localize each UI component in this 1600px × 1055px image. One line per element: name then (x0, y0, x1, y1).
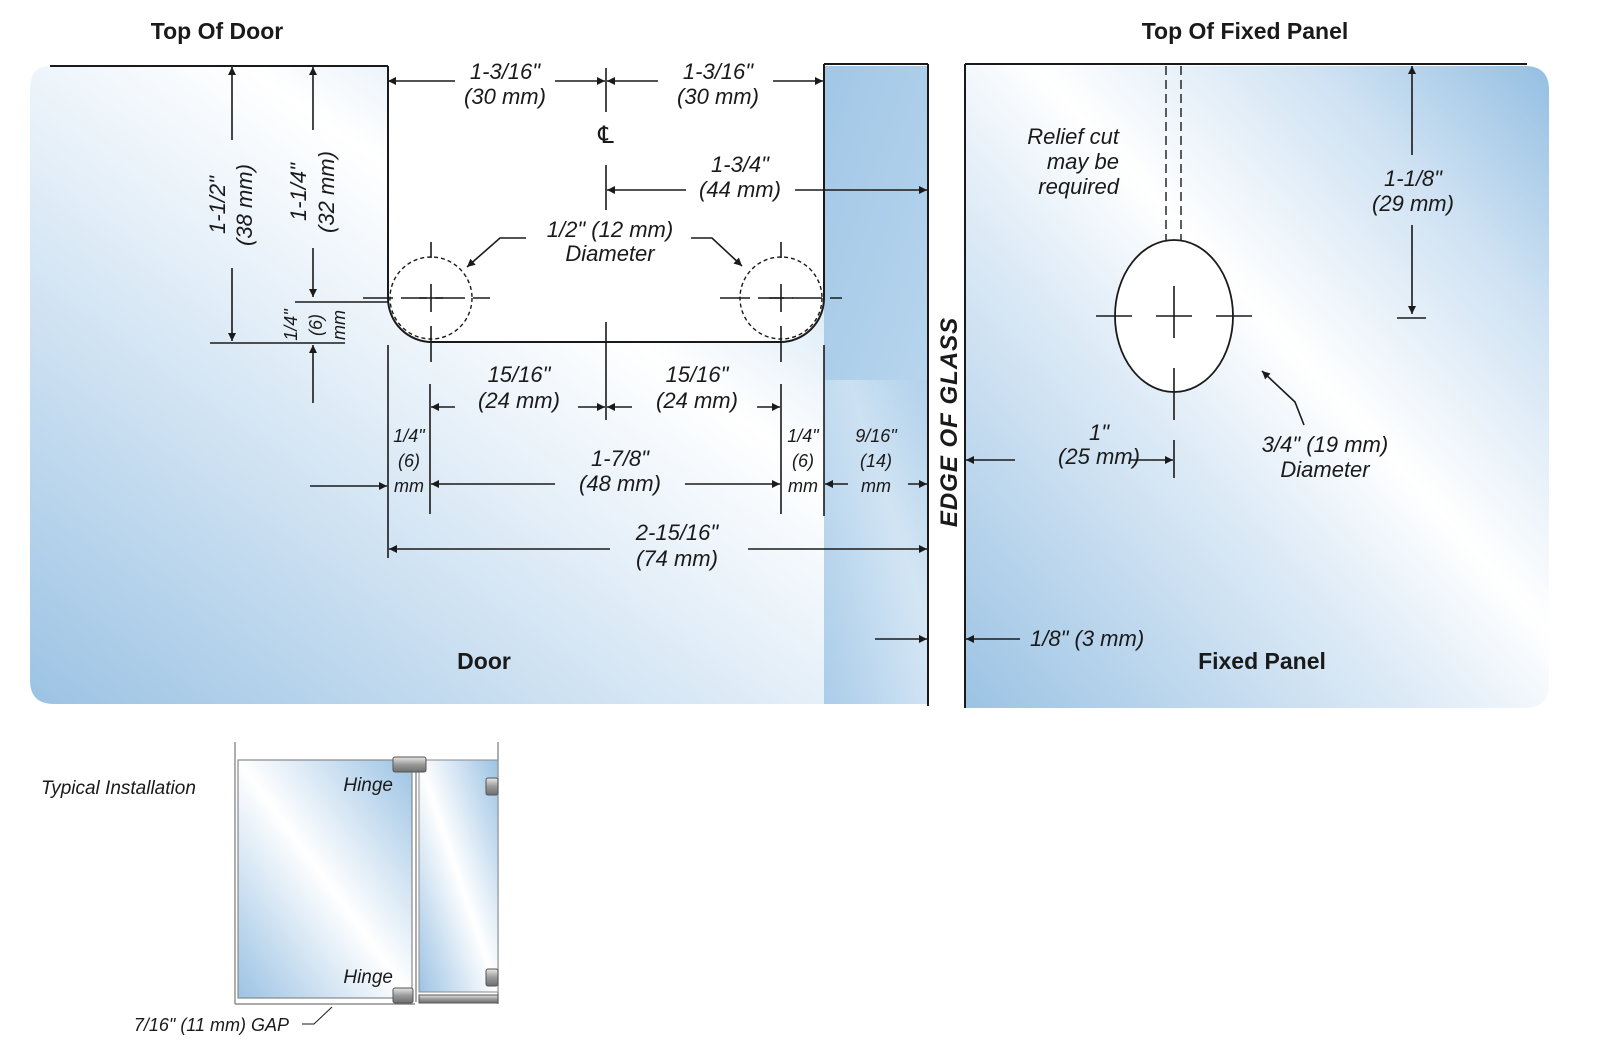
dim-panel-top-hole-mm: (29 mm) (1372, 191, 1454, 216)
bottom-hinge-icon (392, 987, 414, 1004)
gap-leader (302, 1006, 333, 1025)
dim-left-edge-hole-unit: mm (394, 476, 424, 496)
dim-left-offset-mm: (30 mm) (464, 84, 546, 109)
installation-title: Typical Installation (41, 778, 196, 799)
title-top-of-fixed-panel: Top Of Fixed Panel (1142, 18, 1349, 44)
dim-panel-edge-hole: 1" (25 mm) (966, 420, 1175, 478)
dim-notch-edge-unit: mm (861, 476, 891, 496)
dim-cl-edge-in: 1-3/4" (711, 152, 770, 177)
dim-notch-edge-in: 9/16" (855, 426, 898, 446)
door-glass (30, 66, 928, 704)
door-hole-right (720, 242, 842, 362)
title-top-of-door: Top Of Door (151, 18, 283, 44)
dim-panel-top-hole: 1-1/8" (29 mm) (1372, 66, 1454, 319)
hole-diameter-label: Diameter (565, 241, 656, 266)
title-door: Door (457, 648, 511, 674)
dim-cutout-edge-in: 2-15/16" (635, 520, 720, 545)
dim-hole-to-hole-mm: (48 mm) (579, 471, 661, 496)
dim-cl-right-hole-mm: (24 mm) (656, 388, 738, 413)
dim-hole-radius-mm: (6) (306, 314, 326, 336)
dim-left-offset-in: 1-3/16" (470, 59, 541, 84)
panel-clip-bottom-icon (485, 968, 499, 987)
dim-right-offset-mm: (30 mm) (677, 84, 759, 109)
dim-top-hole-bottom-mm: (38 mm) (232, 164, 257, 246)
fixed-panel-glass (964, 63, 1549, 708)
dim-right-hole-notch-mm: (6) (792, 451, 814, 471)
edge-of-glass-label: EDGE OF GLASS (936, 317, 963, 527)
panel-hole-diameter-value: 3/4" (19 mm) (1262, 432, 1388, 457)
hinge-bottom-label: Hinge (343, 967, 393, 988)
dim-notch-edge-mm: (14) (860, 451, 892, 471)
dim-left-hole-cl-mm: (24 mm) (478, 388, 560, 413)
dim-left-hole-cl-in: 15/16" (488, 362, 552, 387)
relief-cut: Relief cut may be required (1027, 66, 1182, 242)
dim-hole-radius-in: 1/4" (281, 308, 301, 341)
dim-vertical-left: 1-1/2" (38 mm) 1-1/4" (32 mm) 1/4" (6) m… (205, 67, 388, 403)
hole-diameter-value: 1/2" (12 mm) (547, 217, 673, 242)
relief-cut-line-3: required (1038, 174, 1119, 199)
typical-installation: Typical Installation Hinge Hinge 7/16" (… (41, 742, 499, 1035)
dim-cutout-edge-mm: (74 mm) (636, 546, 718, 571)
dim-right-offset-in: 1-3/16" (683, 59, 754, 84)
installation-gap-label: 7/16" (11 mm) GAP (134, 1015, 289, 1035)
dim-hole-radius-unit: mm (329, 310, 349, 340)
dim-right-hole-notch-in: 1/4" (787, 426, 820, 446)
dim-gap: 1/8" (3 mm) (875, 626, 1144, 651)
dim-right-hole-notch-unit: mm (788, 476, 818, 496)
relief-cut-line-2: may be (1047, 149, 1119, 174)
door-hole-left (363, 242, 490, 362)
dim-top-hole-bottom-in: 1-1/2" (205, 175, 230, 234)
dim-top-hole-center-in: 1-1/4" (286, 162, 311, 221)
top-hinge-icon (392, 756, 427, 773)
panel-clip-top-icon (485, 777, 499, 796)
centerline-symbol: ℄ (597, 121, 614, 149)
title-fixed-panel: Fixed Panel (1198, 648, 1326, 674)
dim-panel-edge-hole-mm: (25 mm) (1058, 444, 1140, 469)
relief-cut-line-1: Relief cut (1027, 124, 1120, 149)
dim-left-edge-hole-mm: (6) (398, 451, 420, 471)
dim-panel-top-hole-in: 1-1/8" (1384, 166, 1443, 191)
mini-door (237, 759, 413, 999)
dim-top-offsets: 1-3/16" (30 mm) 1-3/16" (30 mm) ℄ (388, 59, 823, 149)
dim-top-hole-center-mm: (32 mm) (314, 151, 339, 233)
panel-hole-diameter-label: Diameter (1280, 457, 1371, 482)
dim-cl-edge-mm: (44 mm) (699, 177, 781, 202)
dim-hole-to-hole-in: 1-7/8" (591, 446, 650, 471)
dim-horizontal-bottom: 15/16" (24 mm) 15/16" (24 mm) 1/4" (6) m… (310, 345, 927, 571)
dim-panel-edge-hole-in: 1" (1089, 420, 1110, 445)
dim-cl-to-edge: 1-3/4" (44 mm) (605, 152, 927, 210)
gap-value: 1/8" (3 mm) (1030, 626, 1144, 651)
panel-base-channel (418, 994, 499, 1004)
dim-hole-diameter: 1/2" (12 mm) Diameter (466, 217, 743, 268)
dim-left-edge-hole-in: 1/4" (393, 426, 426, 446)
panel-hole (1096, 239, 1252, 420)
dim-cl-right-hole-in: 15/16" (666, 362, 730, 387)
dim-panel-hole-diameter: 3/4" (19 mm) Diameter (1261, 370, 1388, 482)
hinge-top-label: Hinge (343, 775, 393, 796)
mini-fixed-panel (418, 759, 499, 993)
